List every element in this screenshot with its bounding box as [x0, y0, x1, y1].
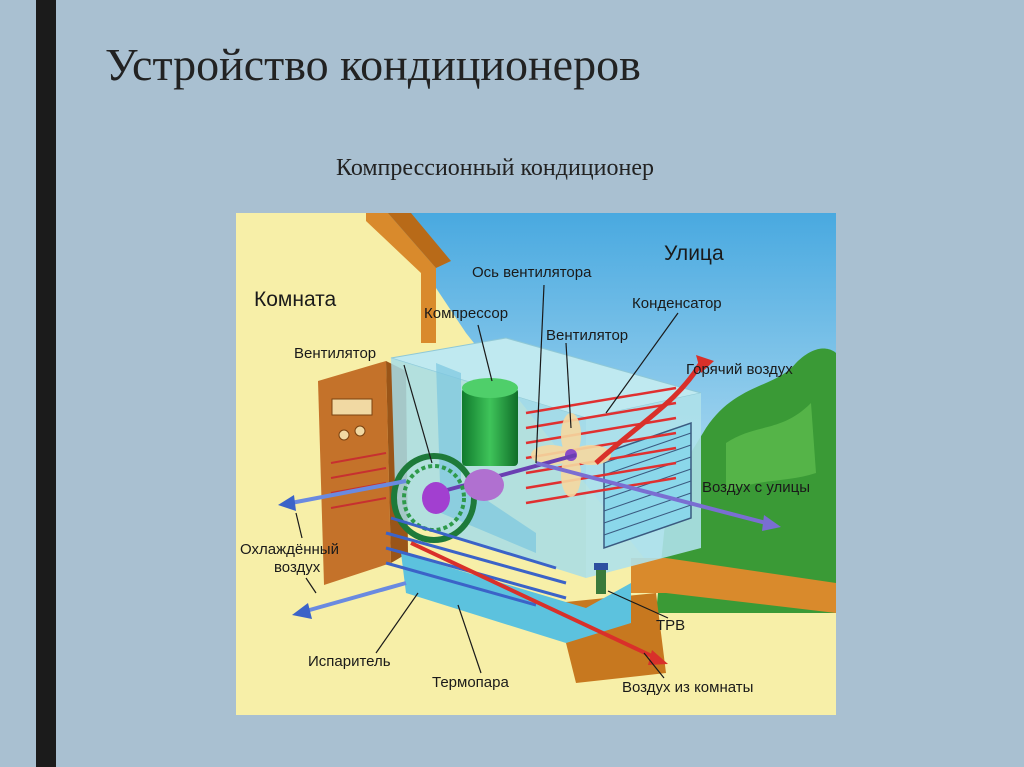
slide-subtitle: Компрессионный кондиционер — [336, 155, 654, 181]
label-evaporator: Испаритель — [308, 653, 391, 670]
trv-top — [594, 563, 608, 570]
airflow-outside — [535, 461, 781, 531]
blower-motor — [464, 469, 504, 501]
fan-axis — [435, 453, 577, 495]
blower-hub — [422, 482, 450, 514]
indoor-coil-left — [330, 452, 387, 509]
label-fan-axis: Ось вентилятора — [472, 264, 592, 281]
control-display — [331, 398, 373, 416]
label-fan-outdoor: Вентилятор — [546, 327, 629, 344]
wall-bottom — [631, 558, 836, 613]
condenser-grille — [603, 421, 692, 550]
label-hot-air: Горячий воздух — [686, 361, 793, 378]
label-outside-air: Воздух с улицы — [702, 479, 810, 496]
leader-lines — [295, 284, 679, 679]
trv-valve — [596, 568, 606, 594]
airflow-room — [410, 541, 668, 665]
airflow-hot — [594, 355, 714, 465]
outdoor-fan — [531, 413, 611, 497]
label-cooled-air-1: Охлаждённый — [240, 541, 339, 558]
ac-diagram: Комната Улица Ось вентилятора Компрессор… — [236, 213, 836, 715]
label-room: Комната — [254, 288, 337, 311]
slide-left-bar — [36, 0, 56, 767]
compressor-top — [462, 378, 518, 398]
label-cooled-air-2: воздух — [274, 559, 321, 576]
label-compressor: Компрессор — [424, 305, 509, 322]
label-fan-indoor: Вентилятор — [294, 345, 377, 362]
airflow-cooled-top — [278, 479, 407, 511]
tree-highlight — [726, 403, 816, 493]
compressor — [462, 388, 518, 466]
wall-side — [388, 213, 451, 268]
ac-diagram-drawing — [236, 213, 836, 715]
label-thermocouple: Термопара — [432, 674, 509, 691]
label-trv: ТРВ — [656, 617, 686, 634]
control-knob-2 — [354, 425, 366, 437]
wall-top — [366, 213, 436, 343]
partition — [436, 363, 536, 553]
condenser-fins — [603, 432, 692, 536]
airflow-cooled-bottom — [292, 581, 407, 619]
label-condenser: Конденсатор — [632, 295, 722, 312]
label-street: Улица — [664, 242, 724, 265]
indoor-blower-inner — [402, 464, 466, 532]
slide-title: Устройство кондиционеров — [105, 39, 641, 90]
label-room-air: Воздух из комнаты — [622, 679, 754, 696]
control-knob-1 — [338, 429, 350, 441]
